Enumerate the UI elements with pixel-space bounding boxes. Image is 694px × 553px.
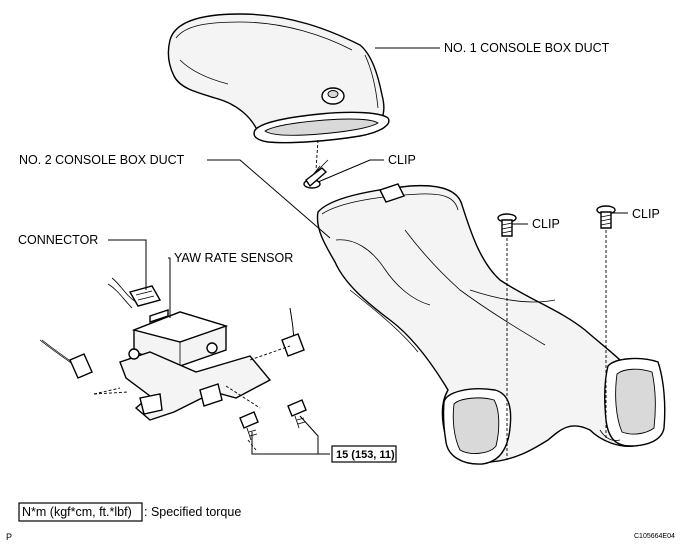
figure-code: C105664E04 [634,533,675,540]
no1-console-box-duct [167,13,390,144]
clip-right-part [596,205,616,440]
label-clip-mid: CLIP [532,217,560,231]
leader-sensor [168,257,171,318]
leader-duct2 [207,159,331,239]
legend-box-text: N*m (kgf*cm, ft.*lbf) [22,505,132,519]
label-clip-top: CLIP [388,153,416,167]
torque-legend: N*m (kgf*cm, ft.*lbf) : Specified torque [18,502,241,522]
label-clip-right: CLIP [632,207,660,221]
no2-console-box-duct [316,183,666,465]
bolt-left-part [239,411,259,451]
torque-value: 15 (153, 11) [336,449,395,461]
bolt-right-part [287,399,307,429]
label-no1-console-box-duct: NO. 1 CONSOLE BOX DUCT [444,41,610,55]
label-yaw-rate-sensor: YAW RATE SENSOR [174,251,293,265]
clip-mid-part [497,213,517,460]
leader-clip-top [317,159,384,183]
legend-description: : Specified torque [144,505,241,519]
label-no2-console-box-duct: NO. 2 CONSOLE BOX DUCT [19,153,185,167]
yaw-rate-sensor-assembly [39,277,305,421]
leader-torque [251,415,330,455]
label-connector: CONNECTOR [18,233,98,247]
page-mark: P [6,532,12,542]
leader-connector [108,239,147,290]
clip-top-part [303,139,329,189]
torque-callout: 15 (153, 11) [331,445,397,463]
